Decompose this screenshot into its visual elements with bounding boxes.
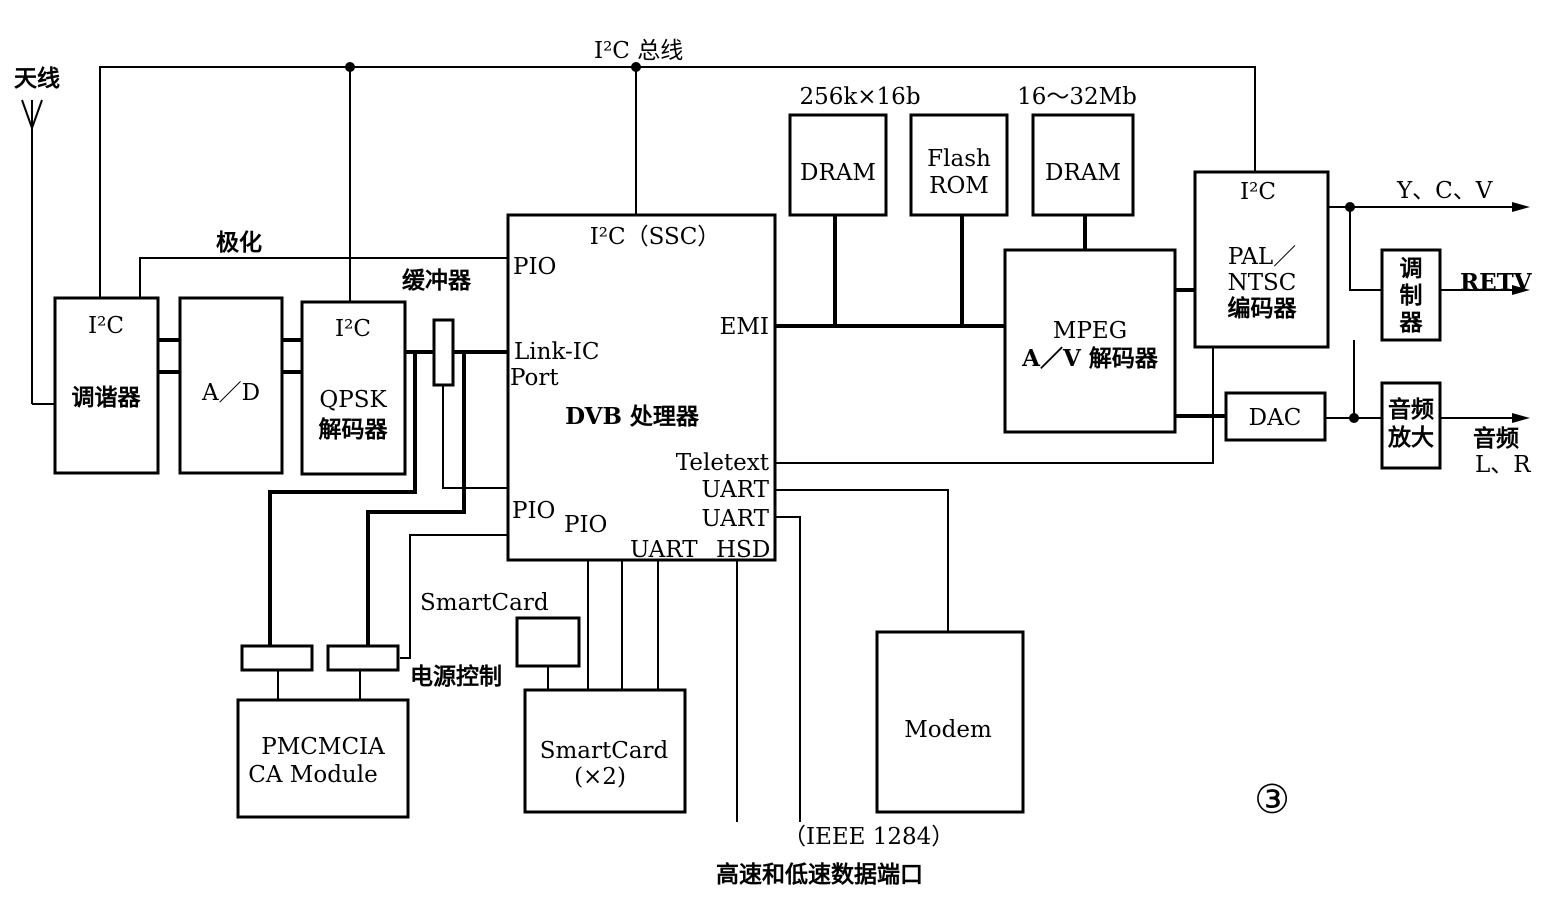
pal-label: PAL／ (1228, 244, 1296, 270)
audio-amp-block: 音频 放大 (1380, 381, 1442, 470)
dvb-uart-inner-label: UART (630, 537, 698, 563)
rom-label: ROM (929, 173, 989, 199)
mpeg-decoder-block: MPEG A／V 解码器 (1003, 248, 1177, 434)
flash-label: Flash (927, 146, 991, 172)
amp-label-1: 音频 (1388, 396, 1434, 423)
arrow-icon (1512, 413, 1530, 423)
smartcard-slot (515, 616, 581, 668)
smartcard-line-label: SmartCard (420, 590, 549, 616)
i2c-bus-label: I²C 总线 (594, 38, 683, 64)
dac-label: DAC (1249, 405, 1302, 431)
figure-number: ③ (1254, 777, 1290, 823)
audio-lr-label: L、R (1475, 452, 1531, 478)
encoder-i2c-label: I²C (1240, 179, 1276, 205)
dvb-pio-bottom-label: PIO (512, 498, 555, 524)
junction-dot (345, 62, 355, 72)
pal-ntsc-encoder-block: I²C PAL／ NTSC 编码器 (1193, 170, 1330, 349)
modem-label: Modem (904, 717, 992, 743)
dram1-label: DRAM (800, 160, 876, 186)
retv-output-label: RETV (1460, 269, 1533, 296)
junction-dot (631, 62, 641, 72)
antenna-label: 天线 (14, 65, 60, 92)
data-ports-label: 高速和低速数据端口 (716, 861, 923, 888)
dram2-block: 16～32Mb DRAM (1017, 84, 1137, 217)
tuner-i2c-label: I²C (88, 313, 124, 339)
pcmcia-label: PMCMCIA (261, 734, 385, 760)
modulator-char-3: 器 (1399, 309, 1424, 336)
buffer-block (432, 318, 455, 387)
modulator-char-2: 制 (1400, 282, 1423, 309)
dvb-uart1-label: UART (701, 477, 769, 503)
dvb-uart2-label: UART (701, 506, 769, 532)
pcmcia-connector-1 (240, 644, 314, 672)
dram1-size-label: 256k×16b (799, 84, 920, 110)
power-control-label: 电源控制 (410, 663, 502, 690)
audio-output-label: 音频 (1473, 425, 1519, 452)
ntsc-label: NTSC (1228, 270, 1297, 296)
arrow-icon (1512, 285, 1530, 295)
antenna-icon (21, 99, 55, 405)
dac-block: DAC (1224, 391, 1327, 442)
dvb-pio-inner-label: PIO (564, 512, 607, 538)
dvb-processor-label: DVB 处理器 (565, 403, 700, 430)
wires (21, 62, 1530, 822)
dram2-label: DRAM (1045, 160, 1121, 186)
tuner-block: I²C 调谐器 (53, 296, 160, 475)
dvb-processor-block: I²C（SSC） PIO Link-IC Port DVB 处理器 EMI Te… (506, 213, 777, 563)
dvb-hsd-label: HSD (716, 537, 770, 563)
dvb-port-label: Port (510, 365, 559, 391)
qpsk-i2c-label: I²C (335, 316, 371, 342)
dvb-pio-top-label: PIO (513, 254, 556, 280)
encoder-label: 编码器 (1228, 295, 1298, 322)
dram2-size-label: 16～32Mb (1017, 84, 1137, 110)
ca-module-label: CA Module (248, 762, 377, 788)
modulator-block: 调 制 器 (1380, 248, 1442, 342)
dvb-teletext-label: Teletext (676, 450, 770, 476)
dvb-link-ic-label: Link-IC (514, 339, 599, 365)
buffer-label: 缓冲器 (402, 267, 472, 294)
modem-block: Modem (875, 630, 1025, 814)
dram1-block: 256k×16b DRAM (788, 84, 921, 217)
arrow-icon (1512, 202, 1530, 212)
dvb-i2c-ssc-label: I²C（SSC） (590, 224, 721, 250)
av-decoder-label: A／V 解码器 (1021, 345, 1159, 372)
mpeg-label: MPEG (1053, 318, 1127, 344)
i2c-bus-line (99, 66, 1256, 298)
flash-rom-block: Flash ROM (909, 113, 1009, 217)
dvb-emi-label: EMI (720, 314, 769, 340)
ycv-output-label: Y、C、V (1396, 178, 1493, 204)
polarization-label: 极化 (216, 229, 262, 256)
qpsk-label: QPSK (319, 387, 387, 413)
modulator-char-1: 调 (1400, 255, 1423, 282)
pcmcia-connector-2 (326, 644, 400, 672)
ad-block: A／D (178, 296, 284, 475)
polarization-line (139, 257, 508, 298)
ieee-1284-label: （IEEE 1284） (783, 824, 954, 850)
amp-label-2: 放大 (1387, 424, 1434, 451)
qpsk-decoder-block: I²C QPSK 解码器 (300, 300, 407, 476)
smartcard-label: SmartCard (540, 738, 669, 764)
qpsk-decoder-label: 解码器 (319, 416, 389, 443)
pcmcia-ca-module-block: PMCMCIA CA Module (236, 698, 410, 819)
ad-label: A／D (201, 380, 260, 406)
smartcard-count-label: (×2) (574, 764, 626, 790)
smartcard-block: SmartCard (×2) (523, 688, 687, 814)
tuner-label: 调谐器 (72, 384, 142, 411)
